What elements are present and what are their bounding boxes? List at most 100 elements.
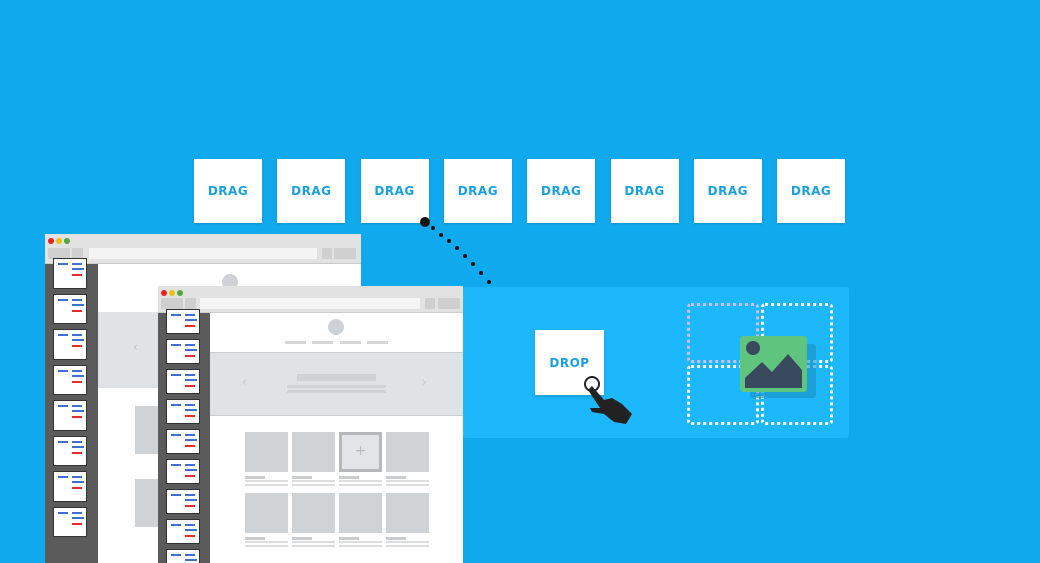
drag-tile[interactable]: DRAG xyxy=(194,159,262,223)
address-bar[interactable] xyxy=(200,298,420,309)
product-caption xyxy=(339,484,382,486)
path-dot xyxy=(431,226,435,231)
template-thumbnail[interactable] xyxy=(53,329,87,360)
title-bar xyxy=(158,286,463,313)
drag-tile[interactable]: DRAG xyxy=(527,159,596,223)
back-button[interactable] xyxy=(161,298,183,309)
template-thumbnail[interactable] xyxy=(53,400,87,431)
close-button[interactable] xyxy=(48,238,54,244)
product-caption xyxy=(292,480,335,482)
product-card[interactable] xyxy=(292,493,335,533)
drag-tile[interactable]: DRAG xyxy=(777,159,846,223)
drag-tile[interactable]: DRAG xyxy=(610,159,679,223)
product-caption xyxy=(339,480,382,482)
template-thumbnail[interactable] xyxy=(53,364,87,395)
hero-banner xyxy=(210,352,463,416)
toolbar-button[interactable] xyxy=(425,298,435,309)
drag-tile[interactable]: DRAG xyxy=(360,159,429,223)
product-card[interactable] xyxy=(339,493,382,533)
product-card[interactable]: + xyxy=(339,432,382,472)
nav-link[interactable] xyxy=(340,341,361,344)
toolbar-button[interactable] xyxy=(438,298,460,309)
product-card xyxy=(135,479,159,527)
path-dot xyxy=(471,262,475,266)
product-card[interactable] xyxy=(292,432,335,472)
drag-tile[interactable]: DRAG xyxy=(693,159,762,223)
template-thumbnail[interactable] xyxy=(166,549,200,563)
template-thumbnail[interactable] xyxy=(166,369,200,394)
path-dot xyxy=(455,246,459,251)
product-caption xyxy=(292,484,335,486)
template-sidebar xyxy=(45,258,98,563)
template-thumbnail[interactable] xyxy=(53,471,87,502)
image-icon[interactable] xyxy=(740,336,818,404)
product-card[interactable] xyxy=(386,493,429,533)
front-browser-window: ‹ › + xyxy=(158,286,463,563)
template-sidebar xyxy=(158,309,210,563)
product-caption xyxy=(339,545,382,547)
template-thumbnail[interactable] xyxy=(166,429,200,454)
chevron-left-icon[interactable]: ‹ xyxy=(133,340,138,354)
path-dot xyxy=(439,232,443,237)
product-caption xyxy=(245,541,288,543)
hand-pointer-icon xyxy=(582,374,636,430)
product-caption xyxy=(245,480,288,482)
title-bar xyxy=(45,234,361,264)
template-thumbnail[interactable] xyxy=(166,399,200,424)
template-thumbnail[interactable] xyxy=(166,519,200,544)
product-caption xyxy=(339,541,382,543)
toolbar-button[interactable] xyxy=(334,248,356,259)
template-thumbnail[interactable] xyxy=(166,489,200,514)
template-thumbnail[interactable] xyxy=(53,506,87,537)
path-dot xyxy=(420,217,430,227)
product-caption xyxy=(292,537,312,540)
template-thumbnail[interactable] xyxy=(166,309,200,334)
product-caption xyxy=(245,484,288,486)
hero-title xyxy=(297,374,376,381)
maximize-button[interactable] xyxy=(177,290,183,296)
product-caption xyxy=(292,541,335,543)
product-caption xyxy=(339,537,359,540)
forward-button[interactable] xyxy=(72,248,83,259)
product-caption xyxy=(386,541,429,543)
product-caption xyxy=(245,545,288,547)
path-dot xyxy=(487,279,491,284)
chevron-right-icon[interactable]: › xyxy=(422,375,427,389)
minimize-button[interactable] xyxy=(56,238,62,244)
drop-slot[interactable] xyxy=(687,303,759,363)
nav-link[interactable] xyxy=(285,341,306,344)
back-button[interactable] xyxy=(48,248,70,259)
product-caption xyxy=(292,545,335,547)
product-card[interactable] xyxy=(245,432,288,472)
plus-icon[interactable]: + xyxy=(354,443,367,459)
template-thumbnail[interactable] xyxy=(53,258,87,289)
toolbar-button[interactable] xyxy=(322,248,332,259)
product-caption xyxy=(386,545,429,547)
chevron-left-icon[interactable]: ‹ xyxy=(242,375,247,389)
drag-tile[interactable]: DRAG xyxy=(443,159,512,223)
drag-tile[interactable]: DRAG xyxy=(277,159,346,223)
template-thumbnail[interactable] xyxy=(53,435,87,466)
product-caption xyxy=(292,476,312,479)
forward-button[interactable] xyxy=(185,298,196,309)
template-thumbnail[interactable] xyxy=(166,339,200,364)
product-caption xyxy=(386,476,406,479)
close-button[interactable] xyxy=(161,290,167,296)
hero-text xyxy=(287,390,386,393)
product-caption xyxy=(245,476,265,479)
product-card xyxy=(135,406,159,454)
minimize-button[interactable] xyxy=(169,290,175,296)
template-thumbnail[interactable] xyxy=(53,293,87,324)
nav-link[interactable] xyxy=(367,341,388,344)
nav-link[interactable] xyxy=(312,341,333,344)
path-dot xyxy=(479,270,483,275)
address-bar[interactable] xyxy=(89,248,317,259)
product-caption xyxy=(386,480,429,482)
product-caption xyxy=(386,484,429,486)
path-dot xyxy=(447,239,451,244)
maximize-button[interactable] xyxy=(64,238,70,244)
product-card[interactable] xyxy=(245,493,288,533)
template-thumbnail[interactable] xyxy=(166,459,200,484)
product-caption xyxy=(339,476,359,479)
product-card[interactable] xyxy=(386,432,429,472)
